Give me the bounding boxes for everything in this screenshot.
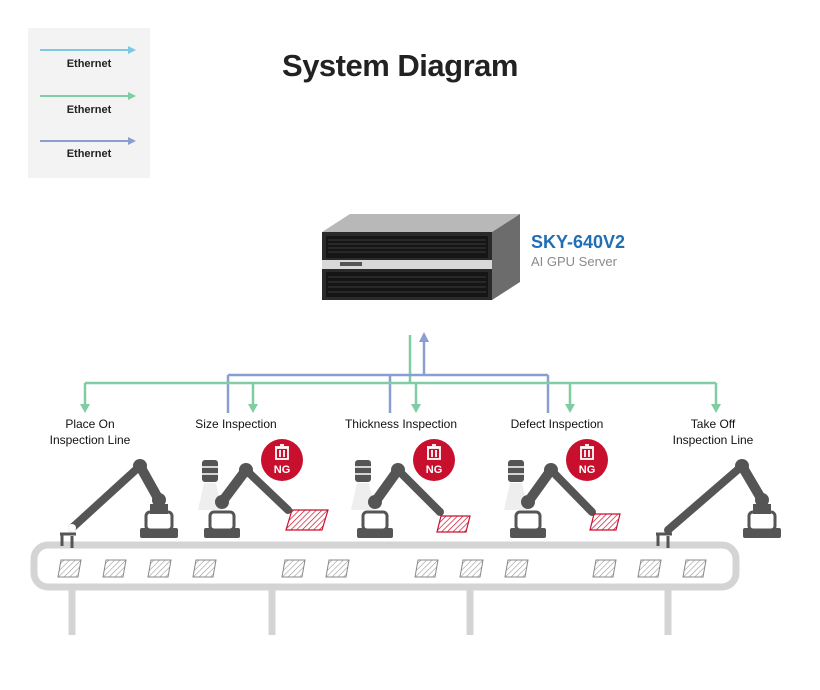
item [504,559,529,578]
legend-arrowhead-blue [128,137,136,145]
conveyor-legs [68,590,672,635]
rejected-item [436,515,471,533]
station-defect-inspection: Defect Inspection [492,416,622,432]
ng-badge-circle [261,439,303,481]
trash-icon [427,444,441,460]
ng-badge: NG [261,439,303,481]
station-label-line1: Thickness Inspection [344,417,458,431]
legend-arrowhead-green [128,92,136,100]
ng-badge: NG [413,439,455,481]
blue-network-bus [226,373,550,413]
server-name: SKY-640V2 [531,232,626,252]
rejected-item [285,509,329,531]
station-label-line2: Inspection Line [49,433,131,447]
robot-arm-icon [204,463,292,538]
robot-arm-icon [510,463,596,538]
legend: Ethernet Ethernet Ethernet [28,28,150,178]
legend-label-3: Ethernet [66,148,112,160]
station-label-line2: Inspection Line [672,433,754,447]
item [192,559,217,578]
trash-icon [580,444,594,460]
legend-label-2: Ethernet [66,104,112,116]
green-arrowheads [80,404,721,413]
station-size-inspection: Size Inspection [171,416,301,432]
item [57,559,82,578]
robot-arm-icon [656,459,781,548]
ng-label: NG [274,464,291,476]
robot-arm-icon [60,459,178,548]
item [682,559,707,578]
trash-icon [275,444,289,460]
station-label-line1: Size Inspection [195,417,277,431]
ng-badge-circle [566,439,608,481]
ng-label: NG [579,464,596,476]
conveyor-belt [30,541,740,591]
item [147,559,172,578]
station-place-on: Place On Inspection Line [25,416,155,448]
station-take-off: Take Off Inspection Line [648,416,778,448]
item [325,559,350,578]
item [592,559,617,578]
server-icon [322,214,520,300]
item [102,559,127,578]
server-arrowhead [419,332,429,342]
station-thickness-inspection: Thickness Inspection [336,416,466,432]
page-title: System Diagram [282,48,518,83]
item [414,559,439,578]
ng-badge-circle [413,439,455,481]
rejected-item [589,513,621,531]
server-subtitle: AI GPU Server [531,254,617,269]
station-label-line1: Defect Inspection [510,417,604,431]
item [281,559,306,578]
item [459,559,484,578]
legend-label-1: Ethernet [66,58,112,70]
green-network-bus [83,381,718,405]
ng-label: NG [426,464,443,476]
robot-arm-icon [357,463,444,538]
item [637,559,662,578]
ng-badge: NG [566,439,608,481]
conveyor-items [57,559,707,578]
station-label-line1: Place On [65,417,115,431]
station-label-line1: Take Off [690,417,736,431]
legend-arrowhead-lightblue [128,46,136,54]
legend-arrows [40,46,136,145]
